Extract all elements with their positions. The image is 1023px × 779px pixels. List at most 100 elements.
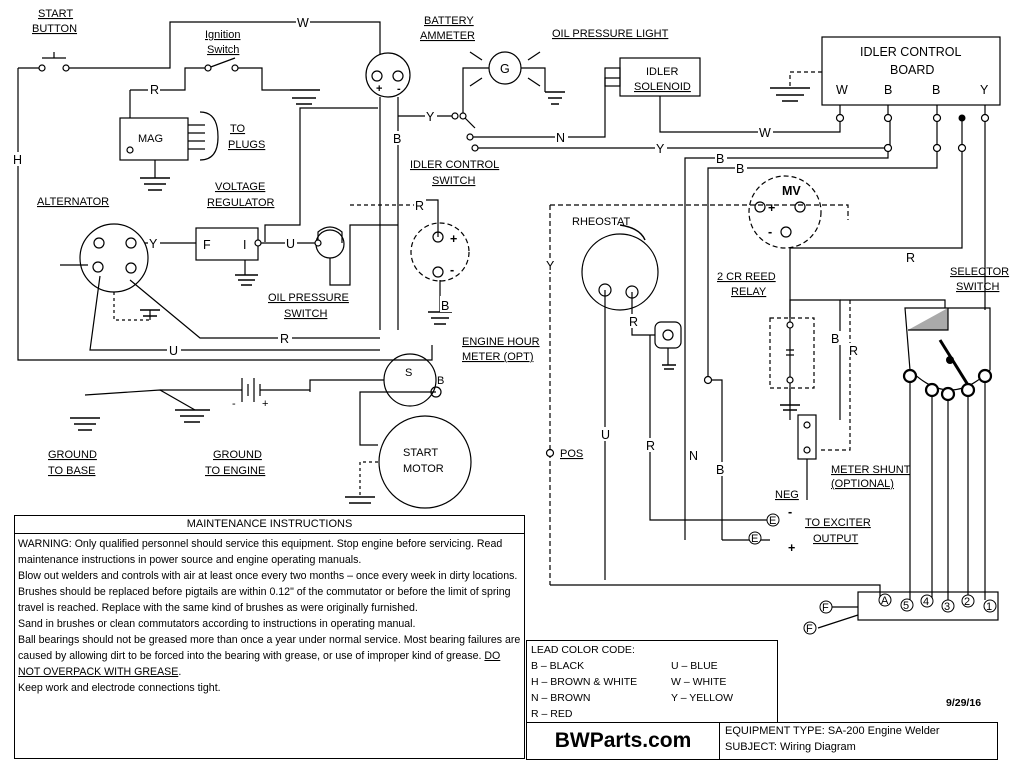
wire-b-board-1: B [716, 152, 724, 166]
mv-minus: - [768, 225, 772, 239]
solenoid-b-label: B [437, 375, 444, 387]
ammeter-minus: - [397, 83, 401, 95]
wire-y-panel: Y [546, 259, 555, 273]
ammeter-plus: + [376, 83, 382, 95]
e-terminal-2: E [751, 533, 758, 545]
meter-shunt-label: METER SHUNT [831, 464, 911, 476]
rheostat-label: RHEOSTAT [572, 216, 631, 228]
reg-i-label: I [243, 238, 246, 252]
wire-r-selector: R [906, 251, 915, 265]
hour-meter-plus: + [450, 232, 457, 246]
lead-color-brown-white: H – BROWN & WHITE [531, 676, 638, 688]
neg-label: NEG [775, 489, 799, 501]
hour-meter-minus: - [450, 263, 454, 277]
wire-w-top: W [297, 16, 309, 30]
alternator-label: ALTERNATOR [37, 196, 109, 208]
lead-color-blue: U – BLUE [671, 660, 718, 672]
wire-r-ignition: R [150, 83, 159, 97]
meter-shunt-label-2: (OPTIONAL) [831, 478, 894, 490]
battery-ammeter-label-2: AMMETER [420, 30, 475, 42]
idler-board-label-2: BOARD [890, 63, 934, 77]
lead-color-black: B – BLACK [531, 660, 585, 672]
maintenance-title: MAINTENANCE INSTRUCTIONS [15, 516, 524, 534]
e-terminal-1: E [769, 515, 776, 527]
wire-y-alternator: Y [149, 237, 158, 251]
lead-color-white: W – WHITE [671, 676, 727, 688]
wire-b-output: B [716, 463, 724, 477]
terminal-number-2: 2 [964, 596, 970, 608]
board-terminal-b2: B [932, 83, 940, 97]
lead-color-red: R – RED [531, 708, 573, 720]
wire-r-hour-meter: R [415, 199, 424, 213]
to-plugs-label: TO [230, 123, 246, 135]
diagram-subject: SUBJECT: Wiring Diagram [725, 741, 856, 753]
mv-plus: + [768, 201, 775, 215]
maintenance-paragraph: Blow out welders and controls with air a… [18, 570, 518, 582]
wire-y-long: Y [656, 142, 665, 156]
maintenance-instructions-box: MAINTENANCE INSTRUCTIONS WARNING: Only q… [14, 515, 525, 759]
title-block: BWParts.com EQUIPMENT TYPE: SA-200 Engin… [526, 722, 998, 760]
terminal-number-5: 5 [903, 600, 909, 612]
wire-b-board-2: B [736, 162, 744, 176]
maintenance-warning-underlined: DO NOT OVERPACK WITH GREASE [18, 650, 501, 678]
mv-label: MV [782, 184, 801, 198]
maintenance-paragraph: Sand in brushes or clean commutators acc… [18, 618, 416, 630]
wire-u-regulator: U [286, 237, 295, 251]
battery-minus: - [232, 398, 236, 410]
maintenance-grease-text: Ball bearings should not be greased more… [18, 634, 521, 662]
oil-pressure-switch-label-2: SWITCH [284, 308, 327, 320]
reg-f-label: F [203, 238, 211, 252]
battery-plus: + [262, 398, 268, 410]
voltage-regulator-label: VOLTAGE [215, 181, 265, 193]
maintenance-paragraph: Keep work and electrode connections tigh… [18, 682, 221, 694]
selector-switch-label-2: SWITCH [956, 281, 999, 293]
wire-u-bottom: U [169, 344, 178, 358]
f-terminal-2: F [806, 623, 813, 635]
solenoid-s-label: S [405, 367, 412, 379]
wire-b-ammeter: B [393, 132, 401, 146]
a-terminal: A [881, 595, 889, 607]
maintenance-paragraph: Ball bearings should not be greased more… [18, 634, 521, 678]
brand-logo-text: BWParts.com [527, 723, 720, 759]
board-terminal-w: W [836, 83, 848, 97]
ignition-switch-label: Ignition [205, 29, 240, 41]
mag-label: MAG [138, 133, 163, 145]
lead-color-code-title: LEAD COLOR CODE: [531, 644, 635, 656]
voltage-regulator-label-2: REGULATOR [207, 197, 274, 209]
wire-n-solenoid: N [556, 131, 565, 145]
to-plugs-label-2: PLUGS [228, 139, 265, 151]
selector-switch-label: SELECTOR [950, 266, 1009, 278]
wire-n-output: N [689, 449, 698, 463]
pos-label: POS [560, 448, 583, 460]
idler-solenoid-label-2: SOLENOID [634, 81, 691, 93]
battery-ammeter-label: BATTERY [424, 15, 474, 27]
exciter-minus: - [788, 505, 792, 519]
wire-r-rheostat: R [629, 315, 638, 329]
ground-to-engine-label-2: TO ENGINE [205, 465, 265, 477]
board-terminal-y: Y [980, 83, 989, 97]
idler-switch-label: IDLER CONTROL [410, 159, 499, 171]
start-motor-label-2: MOTOR [403, 463, 444, 475]
idler-board-label: IDLER CONTROL [860, 45, 961, 59]
wire-r-bottom: R [280, 332, 289, 346]
start-motor-label: START [403, 447, 438, 459]
reed-relay-label-2: RELAY [731, 286, 767, 298]
to-exciter-label-2: OUTPUT [813, 533, 859, 545]
exciter-plus: + [788, 541, 795, 555]
idler-switch-label-2: SWITCH [432, 175, 475, 187]
ignition-switch-label-2: Switch [207, 44, 239, 56]
lead-color-code-box: LEAD COLOR CODE: B – BLACK H – BROWN & W… [526, 640, 778, 722]
start-button-label: START [38, 8, 73, 20]
wire-b-relay: B [831, 332, 839, 346]
idler-solenoid-label: IDLER [646, 66, 678, 78]
engine-hour-meter-label-2: METER (OPT) [462, 351, 534, 363]
wire-w-board: W [759, 126, 771, 140]
maintenance-paragraph: WARNING: Only qualified personnel should… [18, 538, 503, 566]
diagram-date: 9/29/16 [946, 697, 982, 709]
to-exciter-label: TO EXCITER [805, 517, 871, 529]
ground-to-base-label: GROUND [48, 449, 97, 461]
terminal-number-3: 3 [944, 601, 950, 613]
wire-b-hour-meter: B [441, 299, 449, 313]
terminal-number-1: 1 [986, 601, 992, 613]
